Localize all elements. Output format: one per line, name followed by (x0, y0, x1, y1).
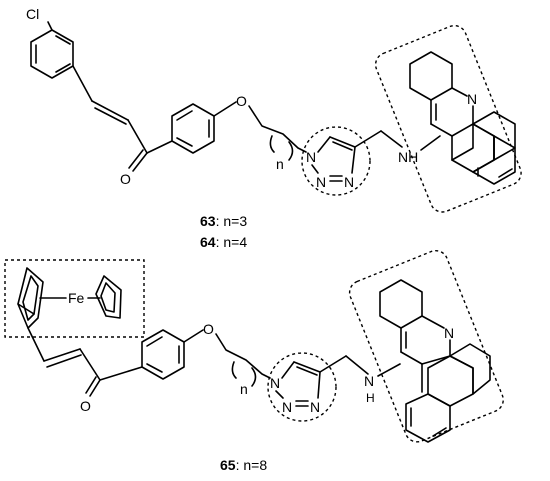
triazole-n2-label: N (316, 174, 326, 190)
acridine-n-label: N (467, 91, 477, 107)
caption-64: 64: n=4 (200, 234, 247, 250)
chlorophenyl-ring (30, 29, 74, 79)
ether-o-label-65: O (203, 321, 214, 337)
benzoyl-ring-65 (141, 329, 185, 380)
nh-label: NH (398, 149, 418, 165)
cl-label: Cl (26, 6, 39, 22)
tacrine-highlight-box-65 (348, 249, 504, 443)
triazole-highlight-circle (301, 126, 371, 196)
tacrine-unit: N (409, 51, 516, 185)
triazole-n1-label-65: N (270, 375, 280, 391)
structure-65: Fe O O n N N N (4, 249, 504, 443)
benzoyl-ring (171, 103, 215, 154)
caption-63: 63: n=3 (200, 213, 247, 229)
h-label-65: H (366, 391, 375, 405)
carbonyl-o-label-65: O (80, 398, 91, 414)
tacrine-highlight-box (374, 24, 522, 213)
ether-o-label: O (236, 93, 247, 109)
n-index-label: n (276, 156, 284, 172)
triazole-n1-label: N (306, 149, 316, 165)
ferrocene-unit: Fe (17, 267, 122, 329)
fe-label: Fe (68, 290, 85, 306)
carbonyl-o-label: O (120, 171, 131, 187)
triazole-n2-label-65: N (282, 399, 292, 415)
tacrine-unit-65: N (379, 279, 491, 443)
n-label-65: N (364, 373, 374, 389)
acridine-n-label-65: N (444, 325, 454, 341)
triazole-n3-label: N (344, 174, 354, 190)
caption-65: 65: n=8 (220, 457, 267, 473)
benzo-ring (472, 135, 516, 185)
structure-63-64: Cl O O n N N N NH (26, 6, 522, 213)
triazole-n3-label-65: N (310, 399, 320, 415)
triazole-highlight-circle-65 (267, 352, 337, 422)
n-index-label-65: n (240, 381, 248, 397)
